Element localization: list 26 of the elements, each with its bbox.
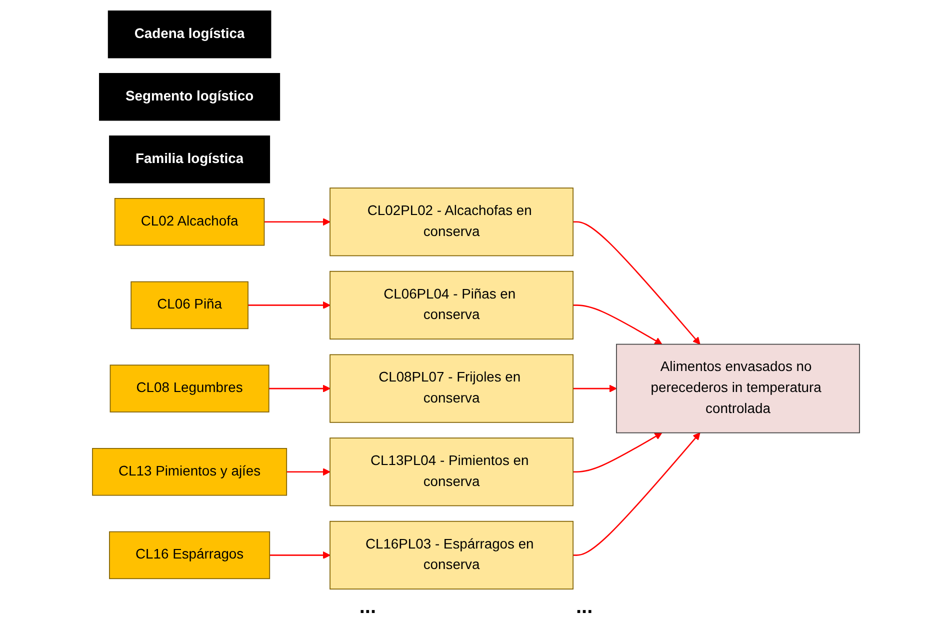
- arrow: [264, 218, 330, 226]
- node-box: CL08 Legumbres: [110, 364, 270, 412]
- arrow: [573, 221, 700, 345]
- node-box: Cadena logística: [108, 10, 272, 58]
- arrow: [573, 432, 662, 473]
- node-box: CL16PL03 - Espárragos en conserva: [330, 520, 574, 590]
- node-box: CL08PL07 - Frijoles en conserva: [330, 354, 574, 423]
- node-box: Segmento logístico: [99, 73, 280, 121]
- node-box: Alimentos envasados no perecederos in temperatura controlada: [616, 344, 860, 434]
- arrow: [573, 304, 662, 345]
- arrow: [268, 384, 330, 392]
- arrow: [573, 432, 700, 556]
- ellipsis-label: ...: [359, 596, 376, 619]
- node-box: CL06PL04 - Piñas en conserva: [330, 270, 574, 340]
- node-box: Familia logística: [109, 136, 270, 184]
- node-box: CL02PL02 - Alcachofas en conserva: [330, 188, 574, 256]
- arrow: [286, 468, 330, 476]
- node-box: CL06 Piña: [130, 281, 248, 330]
- arrow: [270, 551, 330, 560]
- node-box: CL16 Espárragos: [109, 531, 270, 580]
- node-box: CL02 Alcachofa: [114, 198, 265, 246]
- arrow: [573, 384, 617, 392]
- node-box: CL13 Pimientos y ajíes: [92, 448, 288, 496]
- ellipsis-label: ...: [576, 596, 593, 619]
- arrow: [248, 301, 330, 310]
- node-box: CL13PL04 - Pimientos en conserva: [330, 438, 574, 506]
